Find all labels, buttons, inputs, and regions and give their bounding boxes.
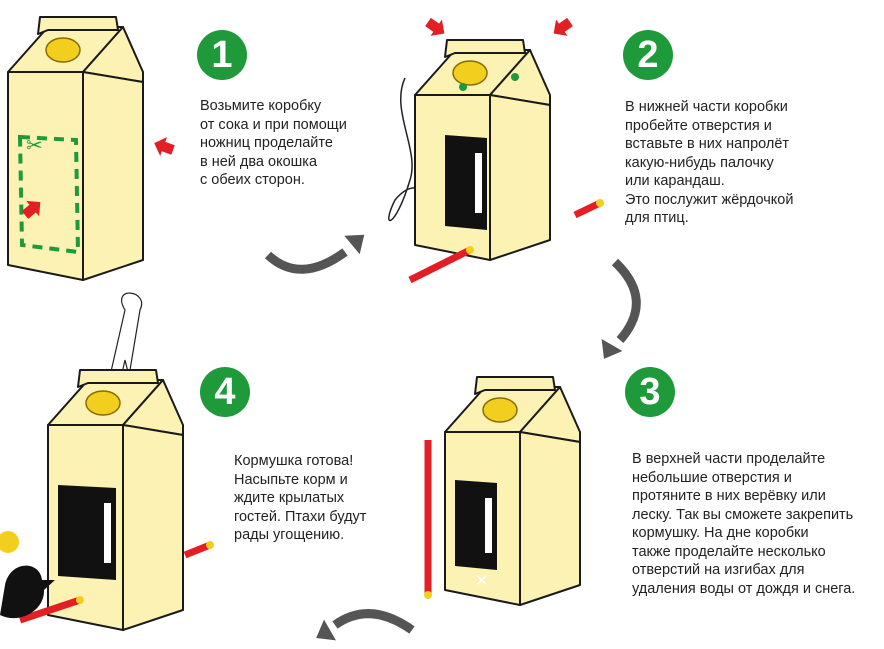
carton-side xyxy=(489,94,551,261)
pencil-tip xyxy=(596,199,604,207)
text-line: также проделайте несколько xyxy=(632,543,826,560)
bird-icon xyxy=(0,565,55,619)
text-line: небольшие отверстия и xyxy=(632,469,792,486)
pencil-tip xyxy=(466,246,474,254)
cap-icon xyxy=(452,60,488,86)
carton-side xyxy=(519,431,581,606)
arrow-head xyxy=(316,619,336,641)
carton-step-2 xyxy=(414,39,551,261)
hole-dot xyxy=(459,83,467,91)
text-line: от сока и при помощи xyxy=(200,116,347,133)
step-1-text: Возьмите коробку от сока и при помощи но… xyxy=(200,97,347,190)
step-2-badge: 2 xyxy=(623,30,673,80)
text-line: протяните в них верёвку или xyxy=(632,488,826,504)
window-slot xyxy=(104,503,111,563)
carton-seal xyxy=(444,39,526,58)
text-line: леску. Так вы сможете закрепить xyxy=(632,506,854,523)
pencil-icon xyxy=(408,246,472,284)
text-line: рады угощению. xyxy=(234,527,345,543)
window-opening xyxy=(58,485,116,580)
text-line: отверстий на изгибах для xyxy=(632,562,805,578)
pencil-tip xyxy=(424,591,432,599)
window-slot xyxy=(485,498,492,553)
text-line: Кормушка готова! xyxy=(234,453,354,469)
curved-arrow-icon xyxy=(264,248,348,274)
step-4-badge: 4 xyxy=(200,367,250,417)
step-3-badge: 3 xyxy=(625,367,675,417)
text-line: пробейте отверстия и xyxy=(625,117,772,134)
step-2-text: В нижней части коробки пробейте отверсти… xyxy=(625,98,793,228)
hole-dot xyxy=(511,73,519,81)
text-line: с обеих сторон. xyxy=(200,172,305,188)
carton-seal xyxy=(77,369,159,388)
arrow-head xyxy=(344,234,365,255)
text-line: или карандаш. xyxy=(625,173,725,189)
text-line: В нижней части коробки xyxy=(625,99,788,115)
pencil-tip xyxy=(206,541,214,549)
curved-arrow-icon xyxy=(332,609,415,634)
red-arrow-icon xyxy=(425,17,445,36)
step-4-text: Кормушка готова! Насыпьте корм и ждите к… xyxy=(234,452,366,545)
text-line: ждите крылатых xyxy=(234,490,345,506)
pencil-tip xyxy=(76,596,84,604)
pencil-icon xyxy=(573,199,602,219)
red-arrow-icon xyxy=(21,200,41,219)
carton-seal xyxy=(474,376,556,395)
text-line: в ней два окошка xyxy=(200,153,318,170)
drain-hole-icon: ✕ xyxy=(475,573,488,590)
carton-step-4 xyxy=(47,369,184,631)
red-arrow-icon xyxy=(553,17,573,36)
curved-arrow-icon xyxy=(611,258,641,343)
text-line: В верхней части проделайте xyxy=(632,451,826,467)
text-line: удаления воды от дождя и снега. xyxy=(632,580,856,597)
arrow-head xyxy=(601,339,623,359)
text-line: Это послужит жёрдочкой xyxy=(625,191,794,208)
carton-step-1: ✂ xyxy=(7,16,144,281)
carton-step-3: ✕ xyxy=(444,376,581,606)
cap-icon xyxy=(85,390,121,416)
pencil-icon xyxy=(183,541,212,559)
text-line: Насыпьте корм и xyxy=(234,471,348,488)
red-arrow-icon xyxy=(154,137,175,156)
text-line: какую-нибудь палочку xyxy=(625,154,774,171)
text-line: Возьмите коробку xyxy=(200,98,322,114)
text-line: кормушку. На дне коробки xyxy=(632,525,809,541)
text-line: для птиц. xyxy=(625,210,689,226)
carton-side xyxy=(82,71,144,281)
cap-icon xyxy=(45,37,81,63)
pencil-icon xyxy=(18,596,82,624)
carton-seal xyxy=(37,16,119,35)
text-line: вставьте в них напролёт xyxy=(625,136,790,152)
cut-outline xyxy=(17,134,81,255)
step-1-badge: 1 xyxy=(197,30,247,80)
sun-icon xyxy=(0,531,19,553)
carton-side xyxy=(122,424,184,631)
step-3-text: В верхней части проделайте небольшие отв… xyxy=(632,450,855,598)
window-slot xyxy=(475,153,482,213)
text-line: гостей. Птахи будут xyxy=(234,508,367,525)
scissors-icon: ✂ xyxy=(26,135,43,157)
text-line: ножниц проделайте xyxy=(200,135,333,151)
cap-icon xyxy=(482,397,518,423)
